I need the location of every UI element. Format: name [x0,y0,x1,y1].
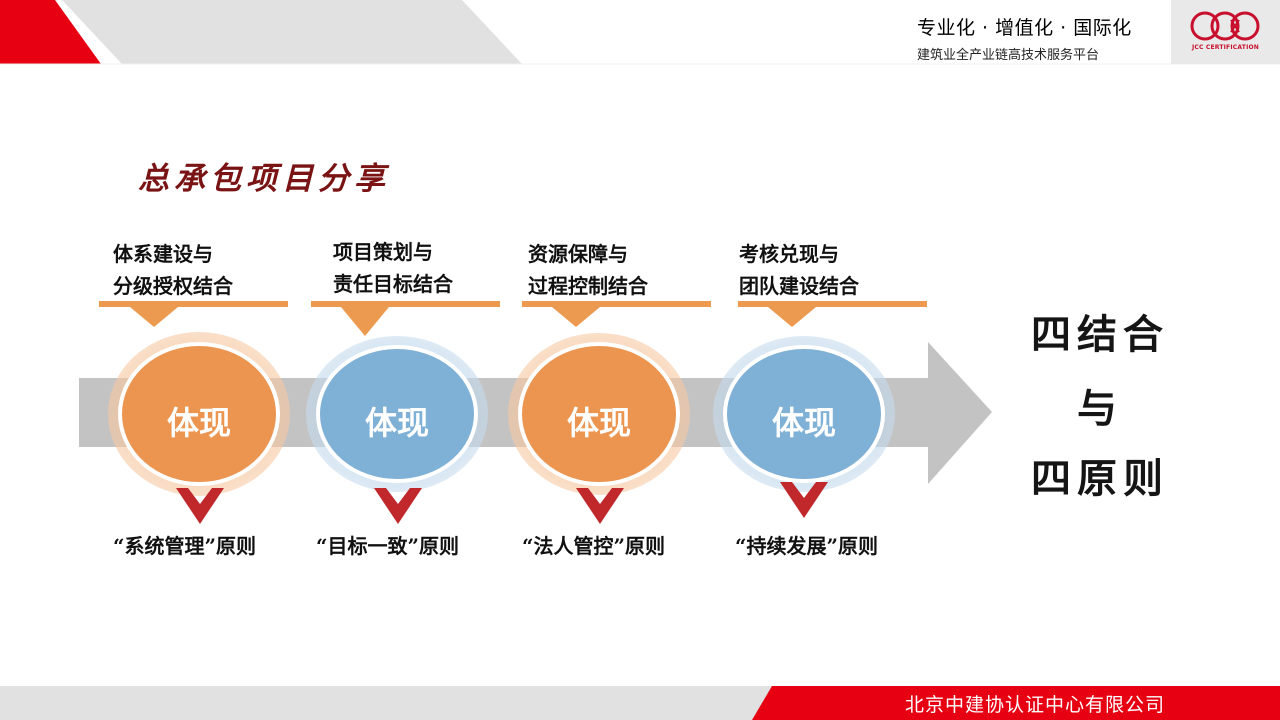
company-logo: JCC CERTIFICATION [1171,0,1280,64]
top-label-2-line2: 责任目标结合 [333,272,453,296]
circle-label-3: 体现 [566,404,631,442]
top-label-2: 项目策划与 责任目标结合 [333,236,453,300]
top-label-1-line2: 分级授权结合 [113,274,233,298]
top-label-4-line1: 考核兑现与 [739,242,839,266]
top-label-3-line1: 资源保障与 [528,242,628,266]
top-label-3-line2: 过程控制结合 [528,274,648,298]
circle-4 [713,336,895,492]
top-bar-1 [99,301,288,327]
bottom-label-4: “持续发展”原则 [735,534,879,558]
top-label-4: 考核兑现与 团队建设结合 [739,238,859,302]
section-title: 总承包项目分享 [138,161,390,197]
circle-2 [306,336,488,492]
bottom-label-3: “法人管控”原则 [522,534,666,558]
right-title-line1: 四结合 [1031,311,1169,358]
logo-rings-icon [1190,11,1260,41]
logo-text: JCC CERTIFICATION [1191,44,1260,51]
circle-3 [508,333,690,495]
top-label-4-line2: 团队建设结合 [739,274,859,298]
right-title-line3: 四原则 [1031,455,1169,502]
chevron-down-icon [176,482,828,524]
circle-1 [108,332,290,496]
footer-red-band [752,686,1280,720]
circle-label-1: 体现 [166,404,231,442]
header-subslogan: 建筑业全产业链高技术服务平台 [917,48,1100,63]
header-slogan: 专业化 · 增值化 · 国际化 [917,17,1132,39]
top-label-1-line1: 体系建设与 [113,242,213,266]
header-decoration [0,0,1280,65]
top-label-3: 资源保障与 过程控制结合 [528,238,648,302]
header-grey-band [62,0,522,64]
header-red-triangle [0,0,101,64]
top-label-1: 体系建设与 分级授权结合 [113,238,233,302]
circle-label-2: 体现 [364,404,429,442]
top-bar-4 [738,301,927,327]
top-bar-2 [311,301,500,336]
bottom-label-2: “目标一致”原则 [316,534,460,558]
footer-company-name: 北京中建协认证中心有限公司 [905,694,1166,716]
right-title-line2: 与 [1077,385,1123,432]
top-label-2-line1: 项目策划与 [333,240,433,264]
top-bar-3 [522,301,711,327]
circle-label-4: 体现 [771,404,836,442]
bottom-label-1: “系统管理”原则 [113,534,257,558]
